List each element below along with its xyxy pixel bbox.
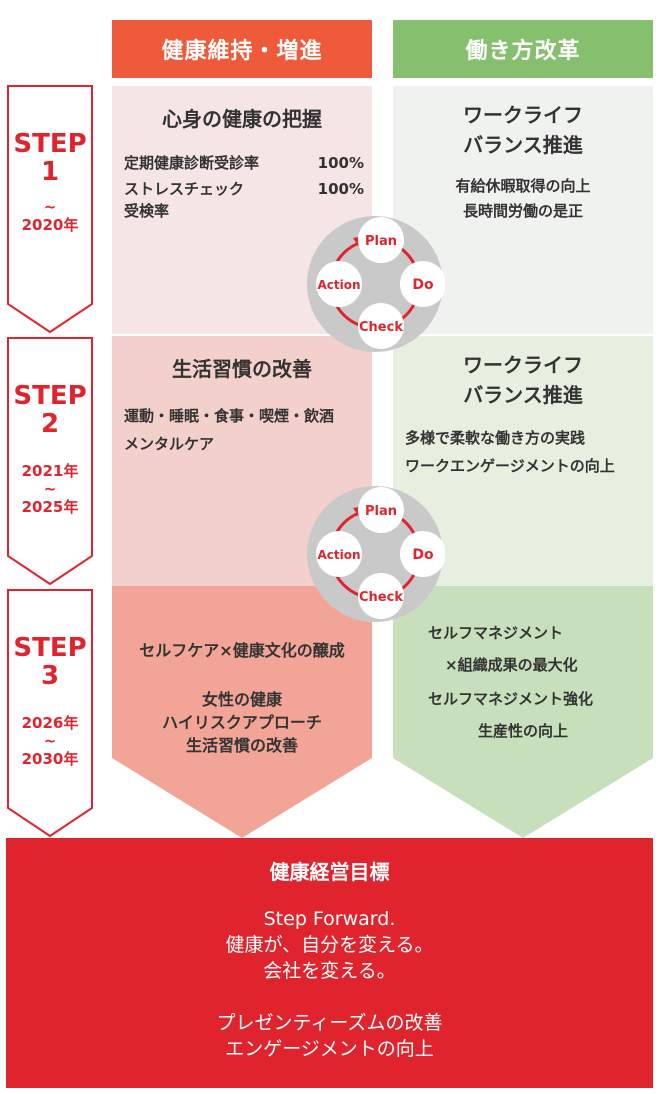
pdca-ring <box>307 486 443 622</box>
goal-line: Step Forward. <box>263 908 396 930</box>
step2-number: 2 <box>40 409 60 439</box>
work-step2-line: 多様で柔軟な働き方の実践 <box>405 429 586 447</box>
work-step1-title-line1: ワークライフ <box>463 103 583 127</box>
work-step1-lines: 有給休暇取得の向上 長時間労働の是正 <box>393 174 653 224</box>
health-step3-line: 女性の健康 <box>201 690 282 709</box>
step2-period-end: 2025年 <box>21 498 79 516</box>
health-step3-lines: 女性の健康 ハイリスクアプローチ 生活習慣の改善 <box>112 688 372 757</box>
pdca-ring <box>307 216 443 352</box>
row-label: 定期健康診断受診率 <box>124 154 260 172</box>
goal-line: プレゼンティーズムの改善 <box>216 1012 443 1034</box>
pdca-plan: Plan <box>365 234 397 249</box>
step3-number: 3 <box>40 661 60 691</box>
goal-line <box>6 984 653 1010</box>
header-health: 健康維持・増進 <box>112 20 372 78</box>
health-step1-row: 受検率 <box>124 200 364 222</box>
goal-box <box>6 838 653 1088</box>
row-value: 100% <box>317 180 364 198</box>
goal-line: 健康が、自分を変える。 <box>225 934 434 956</box>
goal-line: 会社を変える。 <box>263 960 396 982</box>
step3-period-start: 2026年 <box>21 714 79 732</box>
pdca-do-node <box>400 531 445 577</box>
work-step2-title-line1: ワークライフ <box>463 353 583 377</box>
step1-label: STEP 1 ~ 2020年 <box>8 130 92 234</box>
pdca-do: Do <box>412 547 434 563</box>
step1-title: STEP <box>13 129 87 159</box>
pdca-action-node <box>316 531 362 577</box>
pdca-do: Do <box>412 277 434 293</box>
header-work-label: 働き方改革 <box>465 39 581 64</box>
step3-title: STEP <box>13 633 87 663</box>
health-step2-line: 運動・睡眠・食事・喫煙・飲酒 <box>124 407 335 425</box>
pdca-plan-node <box>358 217 404 263</box>
step2-period-start: 2021年 <box>21 462 79 480</box>
goal-line: エンゲージメントの向上 <box>225 1038 434 1060</box>
pdca-do-node <box>400 261 445 307</box>
health-step2-line: メンタルケア <box>124 435 215 453</box>
health-step3-bg <box>112 586 372 838</box>
health-step3-line: 生活習慣の改善 <box>185 736 298 755</box>
step2-label: STEP 2 2021年 ~ 2025年 <box>8 382 92 516</box>
work-step3-line: セルフマネジメント強化 <box>428 690 594 708</box>
health-step1-title: 心身の健康の把握 <box>162 107 322 131</box>
pdca-check-node <box>358 303 404 349</box>
work-step1-line: 長時間労働の是正 <box>462 202 583 220</box>
step3-arrow <box>7 589 93 838</box>
step3-label: STEP 3 2026年 ~ 2030年 <box>8 634 92 768</box>
pdca-cycle-2: Plan Do Check Action <box>307 486 445 622</box>
work-step2-title: ワークライフ バランス推進 <box>393 350 653 410</box>
header-health-label: 健康維持・増進 <box>161 39 323 64</box>
health-step3-line: ハイリスクアプローチ <box>162 713 322 732</box>
step2-arrow <box>7 337 93 586</box>
pdca-plan: Plan <box>365 504 397 519</box>
work-step2-title-line2: バランス推進 <box>463 383 583 407</box>
step1-period-tilde: ~ <box>43 198 57 216</box>
step3-period-end: 2030年 <box>21 750 79 768</box>
row-value: 100% <box>317 154 364 172</box>
health-step1-row: 定期健康診断受診率 100% <box>124 152 364 174</box>
pdca-plan-node <box>358 487 404 533</box>
work-step1-title-line2: バランス推進 <box>463 133 583 157</box>
work-step1-title: ワークライフ バランス推進 <box>393 100 653 160</box>
step1-period-end: 2020年 <box>21 216 79 234</box>
step1-number: 1 <box>40 157 60 187</box>
header-work: 働き方改革 <box>393 20 653 78</box>
step2-title: STEP <box>13 381 87 411</box>
row-label: ストレスチェック <box>124 180 245 198</box>
pdca-check-node <box>358 573 404 619</box>
step1-arrow <box>7 85 93 334</box>
pdca-check: Check <box>359 320 403 335</box>
pdca-action-node <box>316 261 362 307</box>
pdca-action: Action <box>317 548 360 562</box>
health-step1-rows: 定期健康診断受診率 100% ストレスチェック 100% 受検率 <box>124 152 364 222</box>
work-step3-line: セルフマネジメント <box>428 624 564 642</box>
health-step3-title: セルフケア×健康文化の醸成 <box>139 641 345 660</box>
work-step2-line: ワークエンゲージメントの向上 <box>405 457 615 475</box>
work-step2-lines: 多様で柔軟な働き方の実践 ワークエンゲージメントの向上 <box>405 424 653 480</box>
pdca-action: Action <box>317 278 360 292</box>
health-step1-row: ストレスチェック 100% <box>124 178 364 200</box>
goal-lines: Step Forward. 健康が、自分を変える。 会社を変える。 プレゼンティ… <box>6 906 653 1062</box>
work-step3-line: 生産性の向上 <box>477 722 568 740</box>
row-label: 受検率 <box>124 202 170 220</box>
goal-title: 健康経営目標 <box>269 860 390 884</box>
pdca-check: Check <box>359 590 403 605</box>
step3-period-tilde: ~ <box>43 732 57 750</box>
health-step2-title: 生活習慣の改善 <box>172 357 312 381</box>
work-step1-line: 有給休暇取得の向上 <box>455 177 591 195</box>
work-step3-bg <box>393 586 653 838</box>
health-step2-lines: 運動・睡眠・食事・喫煙・飲酒 メンタルケア <box>124 402 369 458</box>
step2-period-tilde: ~ <box>43 480 57 498</box>
work-step3-line: ×組織成果の最大化 <box>445 656 578 674</box>
pdca-cycle-1: Plan Do Check Action <box>307 216 445 352</box>
